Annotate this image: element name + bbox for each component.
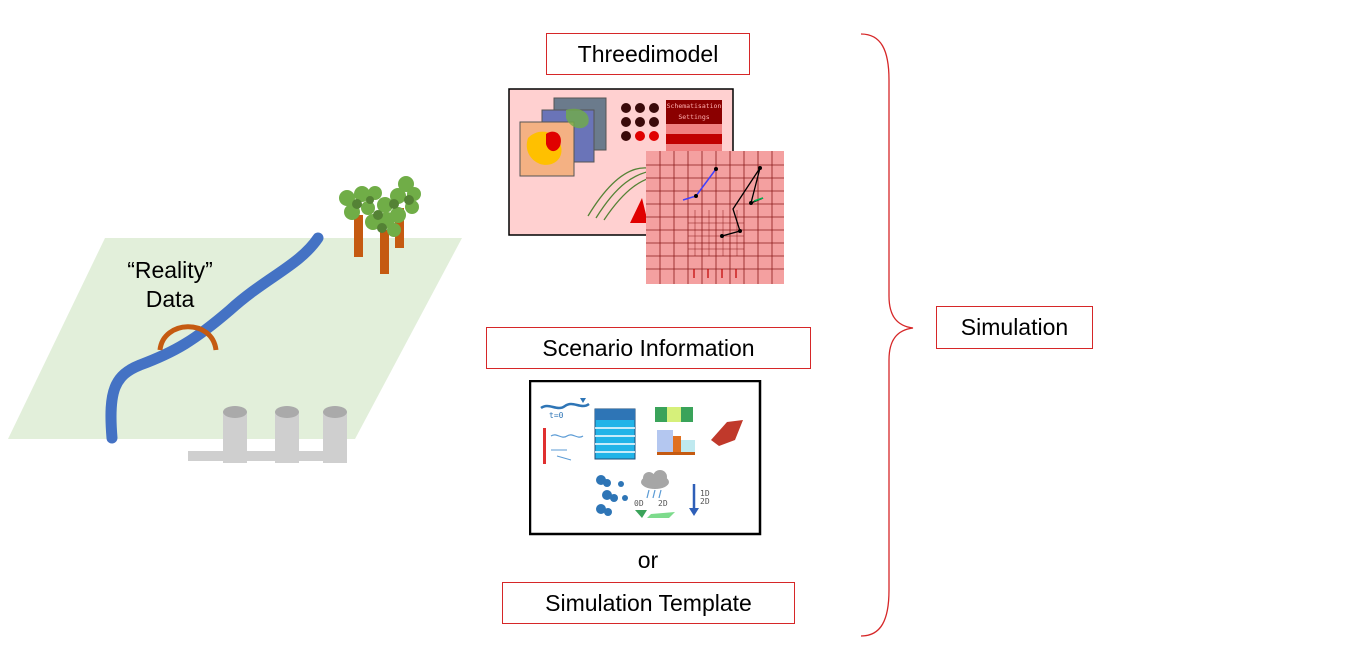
scenario-icons-panel: t=0 [529,380,762,536]
svg-text:t=0: t=0 [549,411,564,420]
schematisation-text: Schematisation [667,102,722,110]
or-connector: or [637,547,659,573]
reality-label: “Reality” Data [100,256,240,314]
boundary-condition-icon [543,428,584,464]
simulation-label-box: Simulation [936,306,1093,349]
pipe-icon [188,406,347,463]
svg-text:2D: 2D [700,497,710,506]
land-plane [8,238,462,439]
svg-text:2D: 2D [658,499,668,508]
raster-map-icon [519,97,607,177]
scenario-label: Scenario Information [542,334,755,361]
laterals-icon [596,475,628,516]
threedimodel-illustration: Schematisation Settings [508,88,784,284]
reality-landscape [8,176,462,463]
polygon-icon [711,420,743,446]
arrow-down-icon: 1D 2D [689,484,710,516]
land-use-icon [655,407,695,455]
simulation-label: Simulation [960,314,1069,340]
scenario-label-box: Scenario Information [486,327,811,369]
svg-text:1D: 1D [700,489,710,498]
curly-brace [860,33,914,637]
table-icon [594,408,636,460]
settings-text: Settings [678,113,709,121]
threedimodel-label-box: Threedimodel [546,33,750,75]
reality-label-line1: “Reality” [127,257,213,283]
threedimodel-label: Threedimodel [577,40,719,67]
bridge-icon [157,324,219,351]
tree-icon [339,176,421,274]
svg-text:0D: 0D [634,499,644,508]
reality-label-line2: Data [145,286,195,312]
template-label-box: Simulation Template [502,582,795,624]
river-icon [105,232,324,444]
template-label: Simulation Template [545,589,752,616]
dots-icon [621,103,659,141]
initial-water-icon: t=0 [540,398,590,420]
rain-cloud-icon: 0D 2D [634,470,675,518]
computational-grid-icon [646,151,784,284]
